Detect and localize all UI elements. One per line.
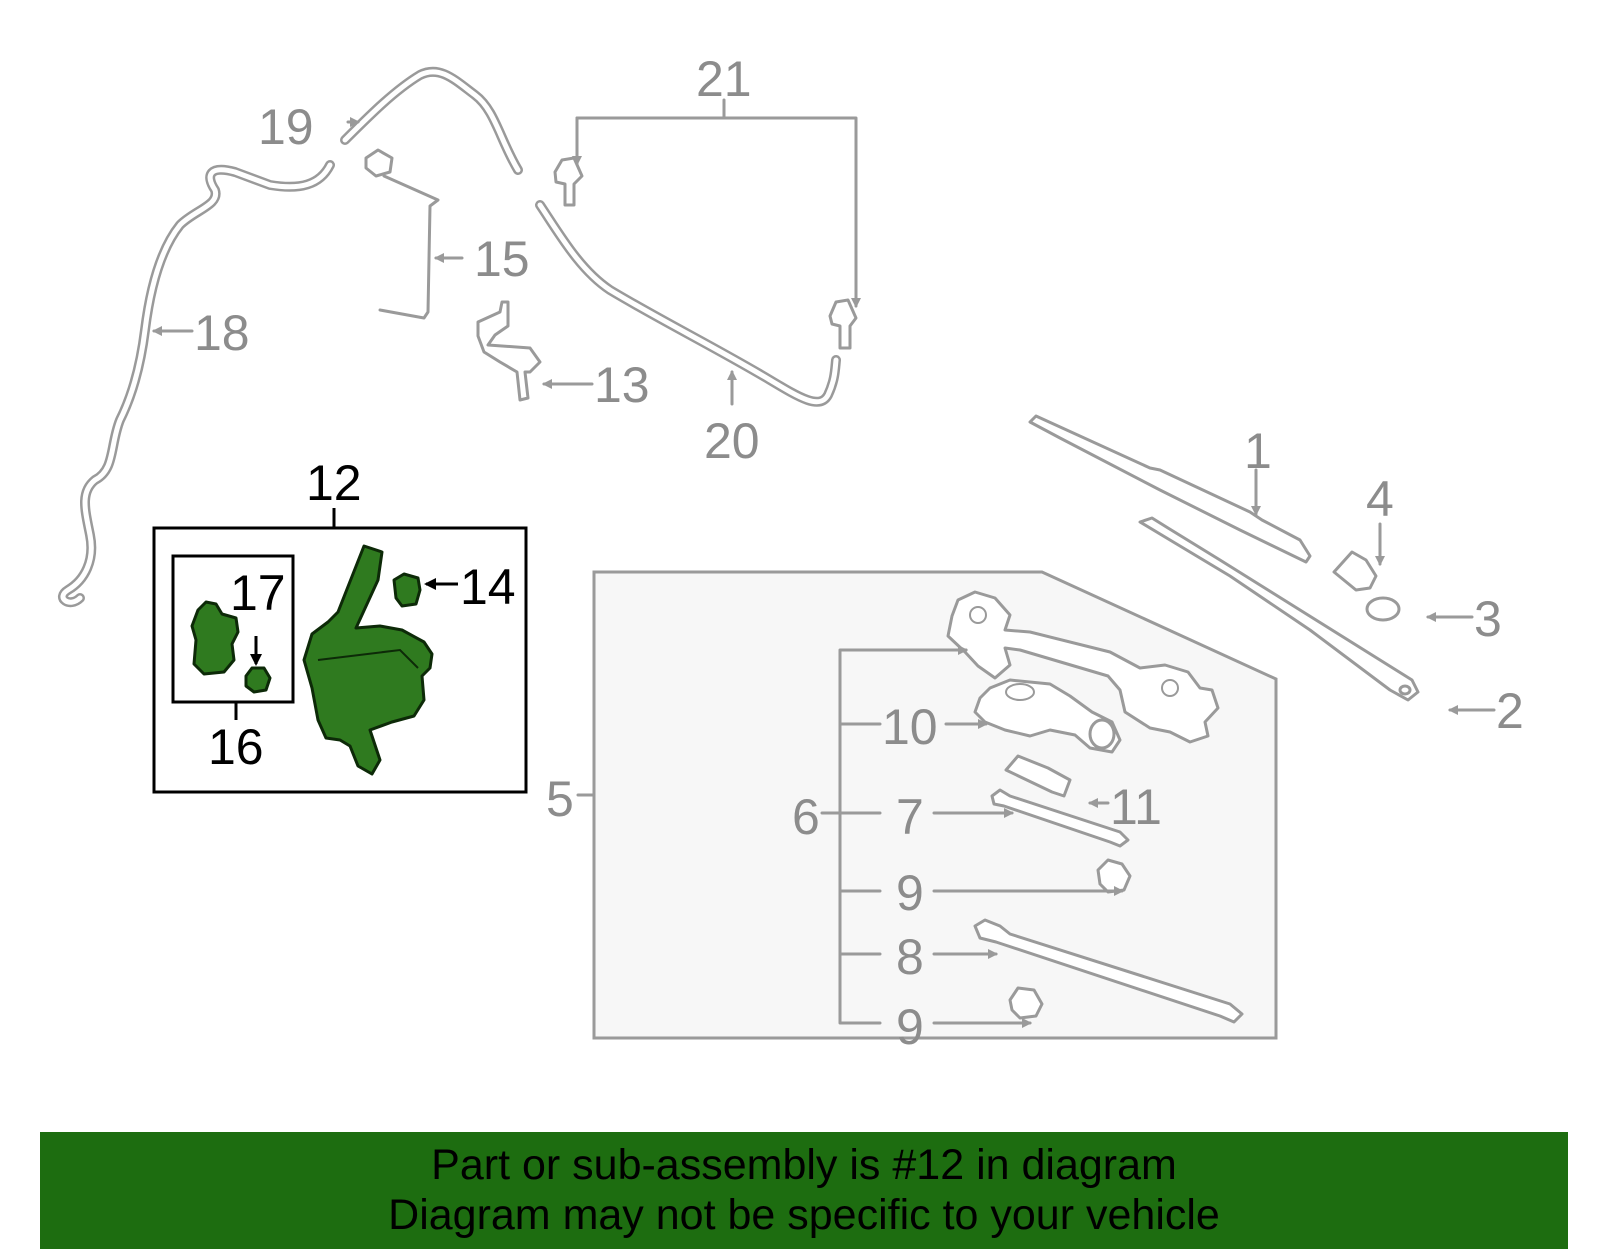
link-rod-7 <box>990 788 1130 848</box>
banner-line-2: Diagram may not be specific to your vehi… <box>388 1191 1220 1239</box>
callout-6: 6 <box>792 789 820 845</box>
callout-1: 1 <box>1244 423 1272 479</box>
banner-line-1: Part or sub-assembly is #12 in diagram <box>431 1141 1177 1189</box>
callout-18: 18 <box>194 305 250 361</box>
callout-5: 5 <box>546 771 574 827</box>
callout-16: 16 <box>208 719 264 775</box>
callout-9-lower: 9 <box>896 999 924 1055</box>
washer-cap-14[interactable] <box>392 572 422 608</box>
link-rod-8 <box>973 918 1244 1024</box>
callout-15: 15 <box>474 231 530 287</box>
wiper-blade-1 <box>1028 414 1312 564</box>
callout-2: 2 <box>1496 683 1524 739</box>
grommet-17[interactable] <box>244 666 272 694</box>
washer-tube-15 <box>364 148 440 320</box>
callout-20: 20 <box>704 413 760 469</box>
nut-3 <box>1365 596 1401 622</box>
callout-17: 17 <box>230 565 286 621</box>
callout-3: 3 <box>1474 591 1502 647</box>
wiper-arm-2 <box>1138 516 1420 702</box>
washer-pump-16[interactable] <box>190 600 240 676</box>
nozzle-21-left <box>553 156 584 207</box>
callout-21: 21 <box>696 51 752 107</box>
callout-10: 10 <box>882 699 938 755</box>
bushing-9-lower <box>1008 986 1044 1020</box>
leader-lines <box>152 98 1496 1028</box>
wiper-linkage-6 <box>946 590 1220 744</box>
wiper-motor-10 <box>973 678 1122 754</box>
callout-4: 4 <box>1366 471 1394 527</box>
callout-12: 12 <box>306 455 362 511</box>
callout-8: 8 <box>896 929 924 985</box>
cap-4 <box>1332 550 1378 592</box>
callout-9-upper: 9 <box>896 865 924 921</box>
leader-lines-black <box>234 508 458 720</box>
cover-11 <box>1004 754 1072 798</box>
linkage-assembly-box-5 <box>592 570 1278 1040</box>
nozzle-21-right <box>828 298 858 350</box>
callout-19: 19 <box>258 99 314 155</box>
washer-hose-20 <box>535 200 841 407</box>
connector-13 <box>476 300 542 402</box>
washer-reservoir-12[interactable] <box>302 544 434 776</box>
info-banner: Part or sub-assembly is #12 in diagram D… <box>40 1132 1568 1249</box>
callout-13: 13 <box>594 357 650 413</box>
bushing-9-upper <box>1096 858 1132 894</box>
callout-11: 11 <box>1110 779 1162 835</box>
callout-labels: 1 2 3 4 5 6 7 8 9 9 10 11 12 13 14 15 16… <box>194 51 1524 1055</box>
washer-hose-18 <box>58 160 335 608</box>
washer-hose-19 <box>340 66 523 175</box>
callout-7: 7 <box>896 789 924 845</box>
callout-14: 14 <box>460 559 516 615</box>
